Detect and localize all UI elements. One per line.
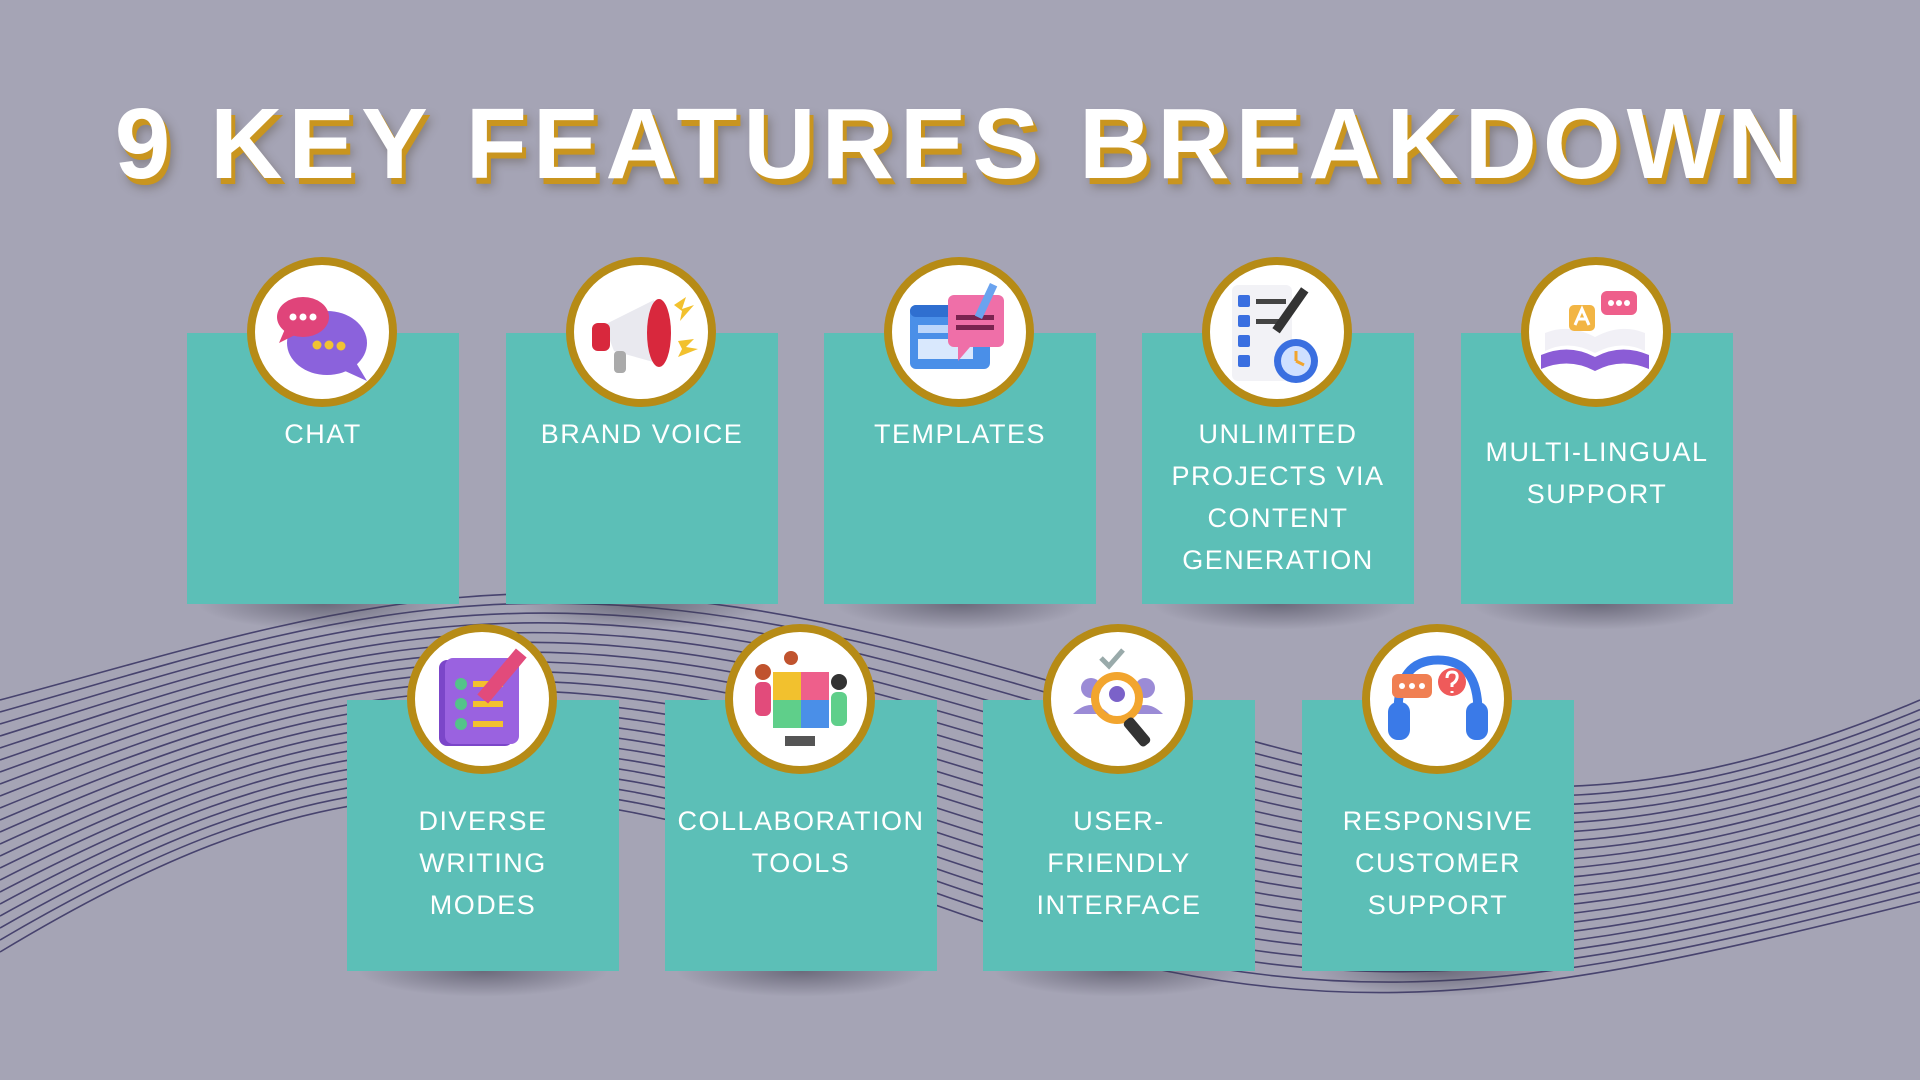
wave-line [0, 612, 1920, 807]
icon-badge [566, 257, 716, 407]
feature-card: BRAND VOICE [506, 257, 778, 630]
feature-label-line: RESPONSIVE [1342, 806, 1534, 836]
feature-label-line: MULTI-LINGUAL [1485, 437, 1709, 467]
wave-line [0, 775, 1920, 973]
feature-label: DIVERSE WRITING MODES [347, 800, 619, 926]
wave-line [0, 621, 1920, 816]
wave-line [0, 631, 1920, 825]
icon-badge [407, 624, 557, 774]
feature-label-line: TOOLS [751, 848, 851, 878]
icon-badge [725, 624, 875, 774]
megaphone-icon [592, 297, 698, 373]
feature-card: RESPONSIVE CUSTOMER SUPPORT [1302, 624, 1574, 997]
feature-label: USER- FRIENDLY INTERFACE [983, 800, 1255, 926]
feature-card: DIVERSE WRITING MODES [347, 624, 619, 997]
feature-label-line: BRAND VOICE [540, 419, 744, 449]
feature-label-line: USER- [1073, 806, 1165, 836]
feature-card: USER- FRIENDLY INTERFACE [983, 624, 1255, 997]
wave-line [0, 709, 1920, 902]
user-search-icon [1073, 648, 1163, 747]
feature-label-line: TEMPLATES [873, 419, 1047, 449]
feature-label-line: UNLIMITED [1198, 419, 1358, 449]
feature-label: MULTI-LINGUAL SUPPORT [1461, 431, 1733, 515]
headset-support-icon [1388, 655, 1488, 740]
wave-line [0, 660, 1920, 854]
feature-label: CHAT [187, 413, 459, 455]
feature-label-line: COLLABORATION [677, 806, 925, 836]
wave-line [0, 602, 1920, 797]
feature-label-line: PROJECTS VIA [1171, 461, 1385, 491]
feature-label-line: FRIENDLY [1047, 848, 1191, 878]
feature-card: UNLIMITED PROJECTS VIA CONTENT GENERATION [1142, 257, 1414, 630]
icon-badge [1202, 257, 1352, 407]
feature-label-line: SUPPORT [1526, 479, 1668, 509]
checklist-clock-icon [1232, 285, 1318, 383]
puzzle-team-icon [755, 651, 847, 746]
feature-label-line: INTERFACE [1036, 890, 1202, 920]
feature-label-line: GENERATION [1182, 545, 1374, 575]
book-translate-icon [1541, 291, 1649, 371]
icon-badge [884, 257, 1034, 407]
feature-card: CHAT [187, 257, 459, 630]
icon-badge [1521, 257, 1671, 407]
wave-line [0, 718, 1920, 912]
icon-badge [1362, 624, 1512, 774]
wave-line [0, 747, 1920, 942]
chat-bubbles-icon [277, 297, 367, 381]
page-title: 9 KEY FEATURES BREAKDOWN [0, 84, 1920, 234]
feature-card: MULTI-LINGUAL SUPPORT [1461, 257, 1733, 630]
feature-label: COLLABORATION TOOLS [665, 800, 937, 884]
writing-checklist-icon [439, 648, 527, 746]
icon-badge [247, 257, 397, 407]
feature-label: BRAND VOICE [506, 413, 778, 455]
feature-card: COLLABORATION TOOLS [665, 624, 937, 997]
wave-line [0, 641, 1920, 835]
feature-label-line: CHAT [284, 419, 362, 449]
feature-label: RESPONSIVE CUSTOMER SUPPORT [1302, 800, 1574, 926]
feature-label-line: SUPPORT [1367, 890, 1509, 920]
feature-label-line: CONTENT [1207, 503, 1349, 533]
feature-label-line: CUSTOMER [1354, 848, 1521, 878]
templates-icon [910, 282, 1004, 369]
feature-label-line: WRITING [419, 848, 547, 878]
title-text: 9 KEY FEATURES BREAKDOWN [114, 88, 1806, 200]
feature-label-line: MODES [429, 890, 537, 920]
feature-label: TEMPLATES [824, 413, 1096, 455]
feature-label: UNLIMITED PROJECTS VIA CONTENT GENERATION [1142, 413, 1414, 581]
feature-card: TEMPLATES [824, 257, 1096, 630]
icon-badge [1043, 624, 1193, 774]
feature-label-line: DIVERSE [418, 806, 548, 836]
